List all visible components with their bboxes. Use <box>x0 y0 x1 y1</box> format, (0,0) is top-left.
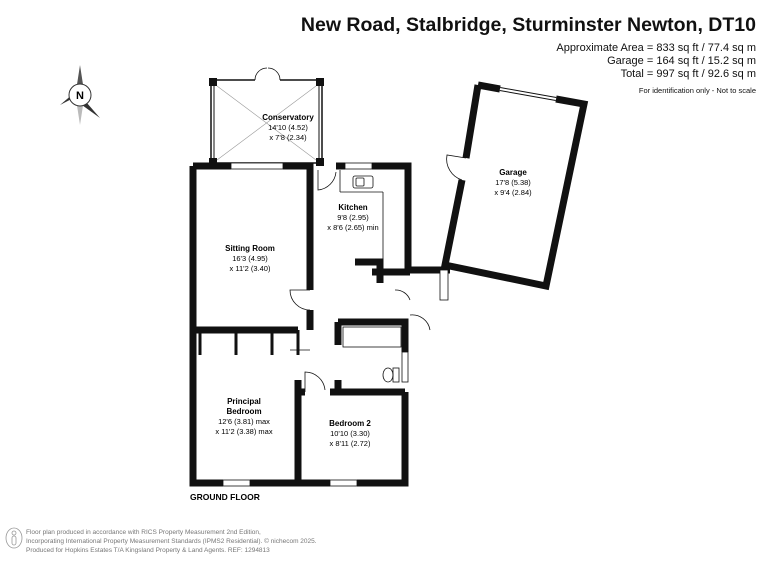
kitchen-sink-icon <box>339 170 384 262</box>
garage <box>440 81 589 291</box>
compass-north-label: N <box>76 90 84 102</box>
svg-text:9'8 (2.95): 9'8 (2.95) <box>337 213 369 222</box>
svg-text:x 7'8 (2.34): x 7'8 (2.34) <box>269 133 307 142</box>
svg-text:Bedroom 2: Bedroom 2 <box>329 419 371 428</box>
svg-text:x 8'6 (2.65) min: x 8'6 (2.65) min <box>327 223 378 232</box>
svg-text:Sitting Room: Sitting Room <box>225 244 275 253</box>
approximate-area: Approximate Area = 833 sq ft / 77.4 sq m <box>556 42 756 54</box>
room-label-sitting-room: Sitting Room 16'3 (4.95) x 11'2 (3.40) <box>225 244 275 273</box>
room-label-garage: Garage 17'8 (5.38) x 9'4 (2.84) <box>494 168 532 197</box>
svg-text:16'3 (4.95): 16'3 (4.95) <box>232 254 268 263</box>
svg-text:14'10 (4.52): 14'10 (4.52) <box>268 123 308 132</box>
bathroom-fixtures <box>342 326 402 383</box>
svg-text:Garage: Garage <box>499 168 527 177</box>
footer-line-1: Floor plan produced in accordance with R… <box>26 529 261 536</box>
cupboards <box>198 330 300 355</box>
main-building-walls <box>189 162 412 487</box>
svg-text:Principal: Principal <box>227 397 261 406</box>
svg-text:x 11'2 (3.40): x 11'2 (3.40) <box>230 264 271 273</box>
room-label-kitchen: Kitchen 9'8 (2.95) x 8'6 (2.65) min <box>327 203 378 232</box>
rics-person-icon <box>5 527 23 549</box>
footer-line-3: Produced for Hopkins Estates T/A Kingsla… <box>26 547 270 554</box>
conservatory <box>209 67 324 166</box>
garage-area: Garage = 164 sq ft / 15.2 sq m <box>607 55 756 67</box>
doors <box>289 170 431 392</box>
svg-text:x 11'2 (3.38) max: x 11'2 (3.38) max <box>215 427 272 436</box>
svg-text:x 9'4 (2.84): x 9'4 (2.84) <box>494 188 532 197</box>
compass-icon: N <box>60 65 100 125</box>
footer-credits: Floor plan produced in accordance with R… <box>26 528 317 555</box>
room-label-principal-bedroom: Principal Bedroom 12'6 (3.81) max x 11'2… <box>215 397 272 436</box>
garage-side-window <box>439 269 449 301</box>
svg-text:12'6 (3.81) max: 12'6 (3.81) max <box>218 417 270 426</box>
svg-text:x 8'11 (2.72): x 8'11 (2.72) <box>330 439 371 448</box>
floor-label: GROUND FLOOR <box>190 492 260 502</box>
svg-text:Conservatory: Conservatory <box>262 113 314 122</box>
windows <box>222 162 409 487</box>
svg-text:17'8 (5.38): 17'8 (5.38) <box>495 178 531 187</box>
area-summary: Approximate Area = 833 sq ft / 77.4 sq m… <box>556 42 756 97</box>
footer-line-2: Incorporating International Property Mea… <box>26 538 317 545</box>
property-title: New Road, Stalbridge, Sturminster Newton… <box>300 14 756 36</box>
room-label-conservatory: Conservatory 14'10 (4.52) x 7'8 (2.34) <box>262 113 314 142</box>
svg-text:10'10 (3.30): 10'10 (3.30) <box>330 429 370 438</box>
svg-text:Bedroom: Bedroom <box>226 407 261 416</box>
total-area: Total = 997 sq ft / 92.6 sq m <box>620 68 756 80</box>
scale-note: For identification only - Not to scale <box>638 86 756 95</box>
svg-text:Kitchen: Kitchen <box>338 203 367 212</box>
room-label-bedroom-2: Bedroom 2 10'10 (3.30) x 8'11 (2.72) <box>329 419 371 448</box>
